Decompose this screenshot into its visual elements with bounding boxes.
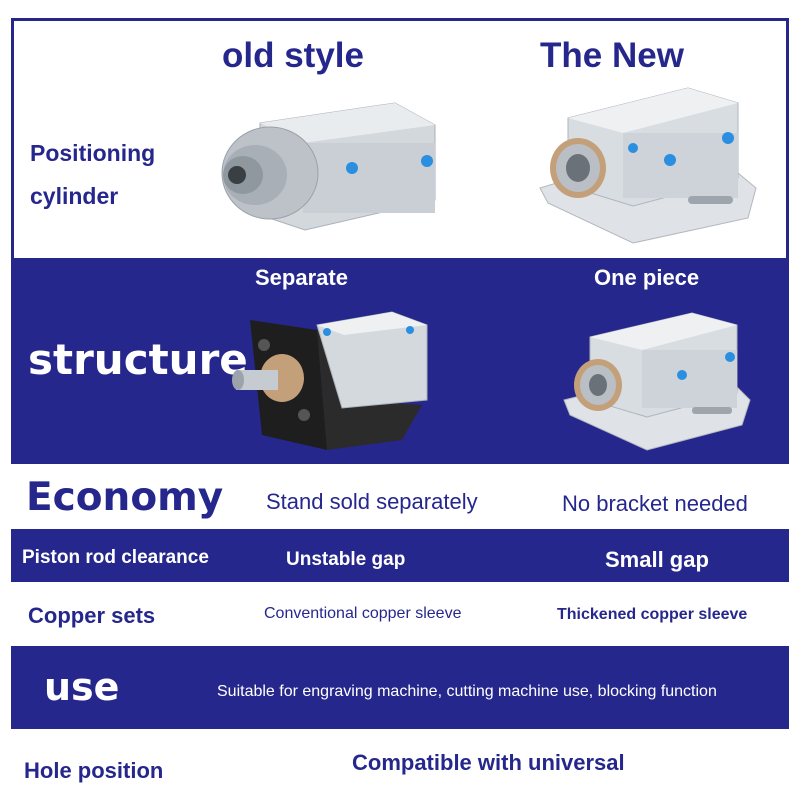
structure-label: structure <box>28 335 248 384</box>
economy-label: Economy <box>26 475 224 520</box>
hole-value: Compatible with universal <box>352 750 625 775</box>
economy-old-value: Stand sold separately <box>266 489 478 514</box>
structure-old-value: Separate <box>255 265 348 290</box>
use-label: use <box>44 665 120 709</box>
separate-cylinder-image <box>232 311 428 450</box>
economy-new-value: No bracket needed <box>562 491 748 516</box>
one-piece-cylinder-image <box>563 312 751 451</box>
old-style-heading: old style <box>222 36 364 75</box>
structure-new-value: One piece <box>594 265 700 290</box>
use-value: Suitable for engraving machine, cutting … <box>217 683 717 700</box>
copper-label: Copper sets <box>28 603 156 628</box>
copper-old-value: Conventional copper sleeve <box>264 605 462 622</box>
clearance-old-value: Unstable gap <box>286 549 406 570</box>
new-cylinder-image <box>539 87 757 244</box>
clearance-new-value: Small gap <box>605 547 709 572</box>
copper-new-value: Thickened copper sleeve <box>557 606 748 623</box>
positioning-label-line2: cylinder <box>30 183 119 209</box>
use-section <box>11 646 789 729</box>
clearance-label: Piston rod clearance <box>22 547 209 568</box>
hole-label: Hole position <box>24 758 164 783</box>
new-style-heading: The New <box>540 36 684 75</box>
clearance-section <box>11 529 789 582</box>
positioning-label-line1: Positioning <box>30 140 156 166</box>
old-cylinder-image <box>221 102 436 231</box>
